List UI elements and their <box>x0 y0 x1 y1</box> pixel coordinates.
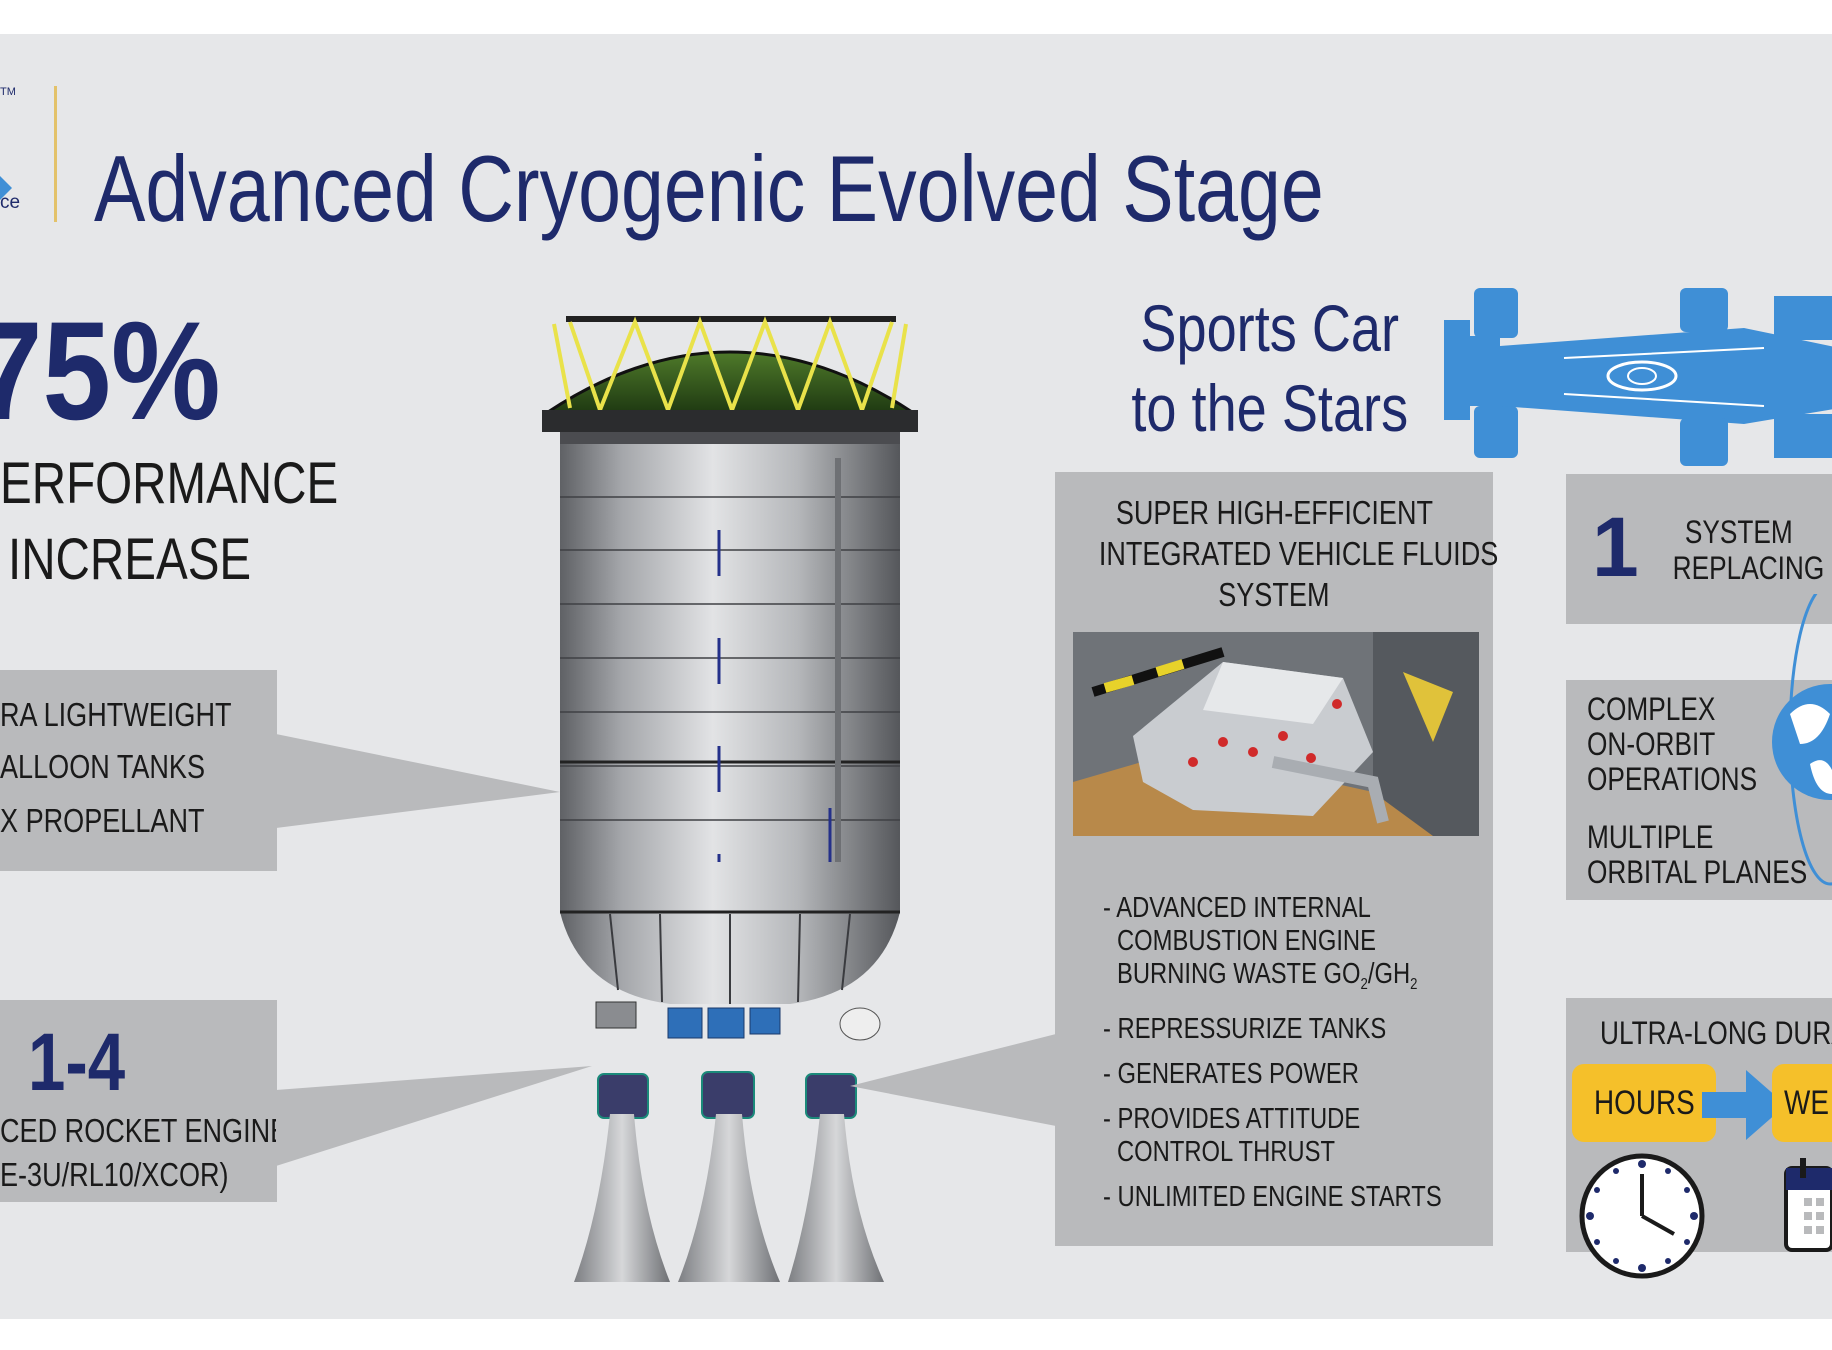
fluids-bullets: - ADVANCED INTERNAL COMBUSTION ENGINE BU… <box>1103 892 1483 1214</box>
performance-line1: ERFORMANCE <box>0 451 339 516</box>
engines-callout-pointer <box>276 1066 592 1166</box>
tanks-line2: ALLOON TANKS <box>0 748 206 785</box>
fluids-callout-pointer <box>850 1034 1056 1126</box>
multiple-planes-text: MULTIPLE ORBITAL PLANES <box>1587 819 1808 890</box>
ace-stage-illustration <box>542 316 918 1282</box>
system-replacing-text: SYSTEM REPLACING <box>1672 514 1825 586</box>
performance-percent: 75% <box>0 292 221 449</box>
weeks-badge: WE <box>1772 1064 1832 1142</box>
race-car-icon <box>1444 288 1832 466</box>
fluids-hardware-photo <box>1073 632 1479 836</box>
logo-text-fragment: ce <box>0 192 21 213</box>
sports-car-heading: Sports Car to the Stars <box>1131 291 1409 445</box>
performance-line2: INCREASE <box>8 527 252 592</box>
engines-line2: E-3U/RL10/XCOR) <box>0 1156 229 1193</box>
logo: TM ce <box>0 34 58 224</box>
page-title: Advanced Cryogenic Evolved Stage <box>94 136 1324 241</box>
system-number: 1 <box>1592 500 1639 594</box>
fluids-system-panel: SUPER HIGH-EFFICIENT INTEGRATED VEHICLE … <box>1055 472 1499 1246</box>
bullet-power: - GENERATES POWER <box>1103 1058 1359 1090</box>
fluids-title: SUPER HIGH-EFFICIENT INTEGRATED VEHICLE … <box>1098 494 1499 613</box>
clock-icon <box>1579 1153 1705 1279</box>
bullet-attitude: - PROVIDES ATTITUDE <box>1103 1103 1361 1135</box>
bullet-repressurize: - REPRESSURIZE TANKS <box>1103 1013 1387 1045</box>
system-replacing-box: 1 SYSTEM REPLACING <box>1566 474 1832 624</box>
engines-line1: CED ROCKET ENGINES <box>0 1112 307 1149</box>
tanks-callout-pointer <box>276 734 560 828</box>
bullet-advanced-engine: - ADVANCED INTERNAL <box>1103 892 1371 924</box>
bullet-engine-starts: - UNLIMITED ENGINE STARTS <box>1103 1181 1442 1213</box>
hours-badge: HOURS <box>1572 1064 1716 1142</box>
arrow-right-icon <box>1702 1070 1786 1140</box>
logo-swoosh-icon <box>0 176 12 200</box>
header-divider <box>54 86 57 222</box>
duration-box: ULTRA-LONG DURA HOURS WE <box>1566 998 1832 1279</box>
logo-tm: TM <box>0 86 16 98</box>
duration-title: ULTRA-LONG DURA <box>1600 1015 1832 1051</box>
engines-count: 1-4 <box>28 1017 126 1108</box>
complex-operations-text: COMPLEX ON-ORBIT OPERATIONS <box>1587 691 1758 797</box>
globe-orbit-icon <box>1772 594 1832 886</box>
tanks-callout-box: RA LIGHTWEIGHT ALLOON TANKS X PROPELLANT <box>0 670 277 871</box>
engines-callout-box: 1-4 CED ROCKET ENGINES E-3U/RL10/XCOR) <box>0 1000 306 1202</box>
calendar-icon <box>1784 1158 1832 1252</box>
tanks-line1: RA LIGHTWEIGHT <box>0 696 232 733</box>
infographic-panel: TM ce Advanced Cryogenic Evolved Stage 7… <box>0 34 1832 1319</box>
tanks-line3: X PROPELLANT <box>0 802 205 839</box>
